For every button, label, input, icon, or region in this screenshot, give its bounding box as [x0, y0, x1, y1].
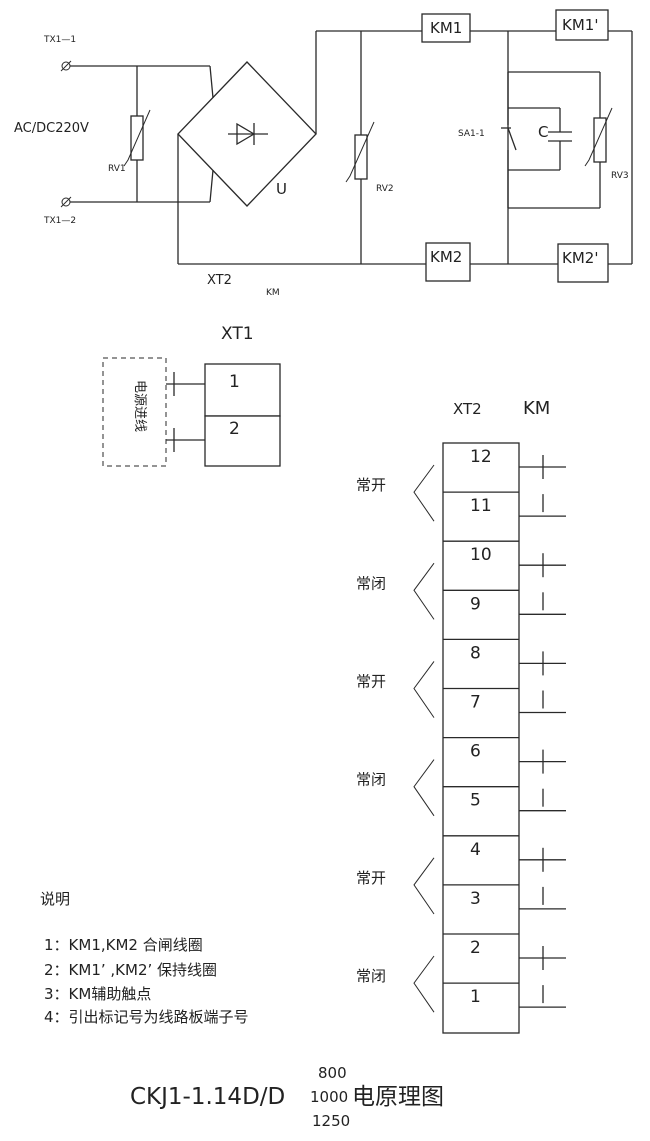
label-supply: AC/DC220V: [14, 121, 89, 136]
label-capacitor: C: [538, 123, 548, 141]
main-circuit: TX1—1 TX1—2 AC/DC220V RV1 U: [14, 9, 633, 298]
xt2-terminal-4: 4: [470, 840, 481, 860]
title-suffix: 电原理图: [352, 1084, 444, 1110]
coil-km2-prime: KM2': [557, 243, 609, 283]
terminal-tx1-1: [60, 60, 72, 72]
varistor-rv1: [123, 66, 151, 202]
group-bracket: [413, 759, 435, 817]
notes-block: 说明 1：KM1,KM2 合闸线圈 2：KM1’ ,KM2’ 保持线圈 3：KM…: [40, 890, 249, 1026]
xt2-terminal-9: 9: [470, 594, 481, 614]
xt1-terminal-2: 2: [229, 419, 240, 439]
label-rv2: RV2: [376, 184, 394, 194]
group-label: 常开: [356, 476, 386, 494]
coil-km1-prime: KM1': [555, 9, 609, 41]
xt2-terminal-3: 3: [470, 889, 481, 909]
note-item-1: 1：KM1,KM2 合闸线圈: [44, 936, 203, 954]
label-km1-prime: KM1': [562, 16, 598, 34]
group-label: 常闭: [356, 967, 386, 985]
xt2-terminal-5: 5: [470, 791, 481, 811]
label-sa1-1: SA1-1: [458, 129, 485, 139]
note-item-4: 4：引出标记号为线路板端子号: [44, 1008, 249, 1026]
note-item-3: 3：KM辅助触点: [44, 985, 151, 1003]
group-bracket: [413, 464, 435, 522]
group-label: 常闭: [356, 771, 386, 789]
xt2-terminal-12: 12: [470, 447, 492, 467]
xt1-title: XT1: [221, 324, 254, 344]
note-item-2: 2：KM1’ ,KM2’ 保持线圈: [44, 961, 217, 979]
xt2-title: XT2: [453, 400, 482, 418]
xt2-terminal-7: 7: [470, 693, 481, 713]
label-km-circuit: KM: [266, 288, 280, 298]
xt2-terminal-8: 8: [470, 643, 481, 663]
group-label: 常闭: [356, 574, 386, 592]
group-bracket: [413, 955, 435, 1013]
varistor-rv2: [345, 31, 375, 264]
notes-title: 说明: [40, 890, 70, 908]
xt2-terminal-6: 6: [470, 742, 481, 762]
km-title: KM: [523, 398, 550, 419]
coil-km1: KM1: [421, 13, 471, 43]
label-xt2-circuit: XT2: [207, 273, 232, 288]
rectifier-bridge: [177, 61, 317, 207]
label-km1: KM1: [430, 19, 462, 37]
label-rv3: RV3: [611, 171, 629, 181]
xt2-terminal-11: 11: [470, 496, 492, 516]
xt1-block: XT1 电源进线 1 2: [102, 324, 281, 467]
title-middle: 1000: [310, 1088, 348, 1106]
xt1-source-label: 电源进线: [132, 380, 147, 432]
xt2-terminal-rows: 12 11 10 9 8 7 6 5 4 3 2 1: [443, 447, 519, 1007]
diagram-title: 800 CKJ1-1.14D/D 1000 电原理图 1250: [130, 1064, 444, 1130]
xt2-terminal-10: 10: [470, 545, 492, 565]
group-bracket: [413, 857, 435, 915]
group-label: 常开: [356, 869, 386, 887]
group-bracket: [413, 562, 435, 620]
label-rectifier: U: [276, 180, 287, 198]
xt2-terminal-1: 1: [470, 987, 481, 1007]
label-tx1-1: TX1—1: [43, 35, 76, 45]
group-bracket: [413, 661, 435, 718]
coil-km2: KM2: [425, 242, 471, 282]
label-rv1: RV1: [108, 164, 126, 174]
group-label: 常开: [356, 673, 386, 691]
label-km2: KM2: [430, 248, 462, 266]
varistor-rv3: [584, 72, 613, 208]
title-lower: 1250: [312, 1112, 350, 1130]
label-tx1-2: TX1—2: [43, 216, 76, 226]
terminal-tx1-2: [60, 196, 72, 208]
title-main: CKJ1-1.14D/D: [130, 1084, 285, 1110]
title-upper: 800: [318, 1064, 347, 1082]
xt2-terminal-2: 2: [470, 938, 481, 958]
xt1-terminal-1: 1: [229, 372, 240, 392]
switch-sa1-1: [501, 72, 517, 208]
km-auxiliary-contacts: [519, 455, 566, 1008]
label-km2-prime: KM2': [562, 249, 598, 267]
capacitor-c: [508, 107, 572, 171]
